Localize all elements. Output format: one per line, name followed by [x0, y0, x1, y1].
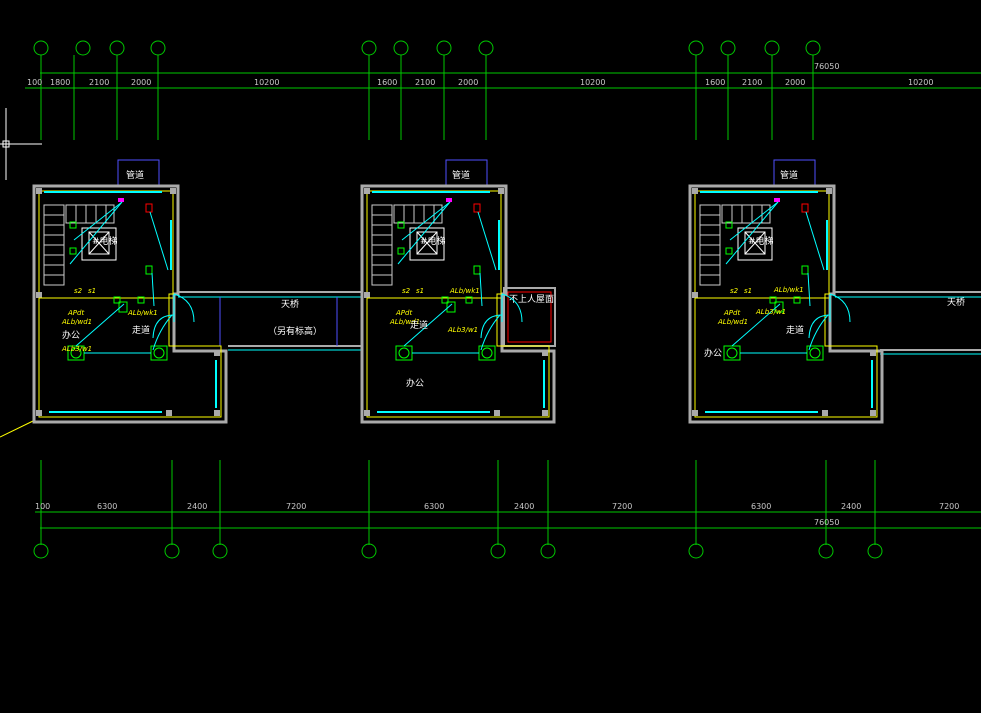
- feed-label: ALb/wd1: [61, 318, 92, 326]
- bridge-structure: [178, 291, 981, 355]
- corridor-label: 走道: [132, 324, 150, 336]
- top-dim: 2000: [458, 78, 478, 87]
- switch-label: s1: [88, 287, 96, 295]
- top-dim: 1800: [50, 78, 70, 87]
- shaft-label: 管道: [126, 169, 144, 181]
- bottom-dim: 7200: [939, 502, 959, 511]
- shaft-label: 管道: [780, 169, 798, 181]
- top-dim: 2100: [89, 78, 109, 87]
- feed-label: ALb/wd1: [389, 318, 420, 326]
- top-dim: 2000: [131, 78, 151, 87]
- bottom-dim: 2400: [841, 502, 861, 511]
- building-unit-2[interactable]: 管道 #电梯 s2 s1 APdt ALb/wd1 ALb3/w1 ALb/wk…: [360, 158, 556, 424]
- elevator-label: #电梯: [748, 235, 774, 247]
- ap-label: APdt: [67, 309, 84, 317]
- switch-label: s1: [416, 287, 424, 295]
- corridor-label: 走道: [410, 319, 428, 331]
- feed-label: ALb/wd1: [717, 318, 748, 326]
- corridor-label: 走道: [786, 324, 804, 336]
- bridge-note: （另有标高）: [268, 325, 322, 337]
- top-dimensions: 100 1800 2100 2000 10200 1600 2100 2000 …: [27, 62, 933, 87]
- switch-label: s2: [74, 287, 83, 295]
- building-unit-1[interactable]: 管道 #电梯 s2 s1 APdt ALb/wd1 ALb3/w1 ALb/wk…: [32, 158, 228, 424]
- bottom-dim: 7200: [612, 502, 632, 511]
- top-dim: 10200: [580, 78, 605, 87]
- shaft-label: 管道: [452, 169, 470, 181]
- top-dim: 2000: [785, 78, 805, 87]
- bottom-dim: 6300: [751, 502, 771, 511]
- feed-label: ALb3/w1: [447, 326, 478, 334]
- bottom-dimensions: 100 6300 2400 7200 6300 2400 7200 6300 2…: [35, 502, 959, 527]
- room-label: 办公: [62, 329, 80, 341]
- top-dim: 1600: [377, 78, 397, 87]
- bottom-dim: 2400: [187, 502, 207, 511]
- switch-label: s2: [402, 287, 411, 295]
- bridge-label: 天桥: [281, 298, 299, 310]
- no-access-label: 不上人屋面: [509, 294, 554, 305]
- feed-label: ALb/wk1: [127, 309, 158, 317]
- top-dim: 2100: [742, 78, 762, 87]
- building-unit-3[interactable]: 管道 #电梯 s2 s1 APdt ALb/wd1 ALb3/w1 ALb/wk…: [688, 158, 884, 424]
- elevator-label: #电梯: [420, 235, 446, 247]
- room-label: 办公: [406, 377, 424, 389]
- top-dim: 100: [27, 78, 42, 87]
- bridge-label-right: 天桥: [947, 296, 965, 308]
- bottom-dim: 2400: [514, 502, 534, 511]
- bottom-dim: 7200: [286, 502, 306, 511]
- room-label: 办公: [704, 347, 722, 359]
- crosshair-cursor-icon: [0, 108, 42, 180]
- elevator-label: #电梯: [92, 235, 118, 247]
- bottom-dim: 6300: [97, 502, 117, 511]
- feed-label: ALb3/w1: [61, 345, 92, 353]
- switch-label: s1: [744, 287, 752, 295]
- top-axis-bubbles: [33, 40, 821, 56]
- bottom-total-dim: 76050: [814, 518, 839, 527]
- feed-label: ALb3/w1: [755, 308, 786, 316]
- leader-line: [0, 420, 34, 438]
- bottom-axis-grid: [35, 460, 981, 545]
- top-dim: 2100: [415, 78, 435, 87]
- top-total-dim: 76050: [814, 62, 839, 71]
- bottom-axis-bubbles: [33, 543, 883, 559]
- top-dim: 10200: [254, 78, 279, 87]
- ap-label: APdt: [723, 309, 740, 317]
- bottom-dim: 100: [35, 502, 50, 511]
- bottom-dim: 6300: [424, 502, 444, 511]
- top-dim: 1600: [705, 78, 725, 87]
- feed-label: ALb/wk1: [449, 287, 480, 295]
- top-dim: 10200: [908, 78, 933, 87]
- ap-label: APdt: [395, 309, 412, 317]
- top-axis-grid: [25, 55, 981, 140]
- feed-label: ALb/wk1: [773, 286, 804, 294]
- switch-label: s2: [730, 287, 739, 295]
